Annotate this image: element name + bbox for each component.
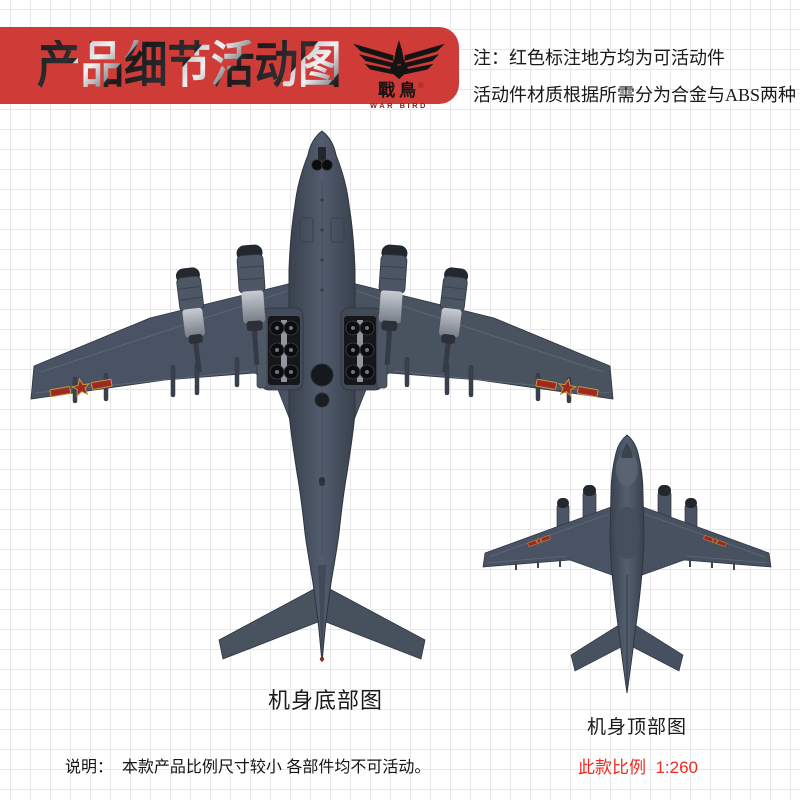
scale-ratio-text: 此款比例 1:260 [578, 758, 698, 777]
logo-english-name: WAR BIRD [370, 101, 428, 110]
banner-title: 产品细节活动图 [37, 36, 342, 93]
registered-trademark-symbol: ® [418, 81, 424, 90]
bottom-view-caption: 机身底部图 [268, 688, 384, 713]
warbird-logo: 戰鳥® WAR BIRD [346, 39, 452, 110]
footer-description: 说明： 本款产品比例尺寸较小 各部件均不可活动。 [65, 759, 431, 776]
logo-name-row: 戰鳥® [346, 82, 452, 100]
logo-chinese-name: 戰鳥 [378, 81, 421, 100]
note-line-2: 活动件材质根据所需分为合金与ABS两种 [473, 85, 797, 105]
fuselage-top-view-image [482, 434, 772, 694]
top-view-caption: 机身顶部图 [587, 717, 688, 738]
warbird-eagle-icon [353, 39, 445, 80]
note-line-1: 注：红色标注地方均为可活动件 [473, 48, 725, 68]
fuselage-bottom-view-image [30, 130, 614, 663]
title-banner: 产品细节活动图 戰鳥® WAR BIRD [0, 27, 459, 110]
